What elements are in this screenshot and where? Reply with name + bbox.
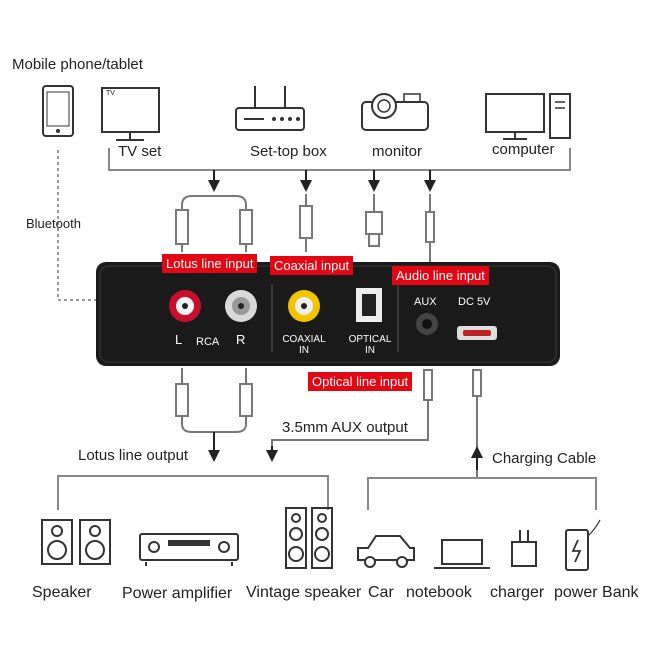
output-bracket-lines: [57, 475, 597, 510]
power-bank-label: power Bank: [554, 584, 639, 601]
lotus-output-label: Lotus line output: [78, 447, 189, 464]
aux-input-cable: [425, 194, 435, 262]
coaxial-input-cable: [299, 194, 313, 252]
rca-r-label: R: [236, 332, 246, 347]
aux-output-label: 3.5mm AUX output: [282, 419, 408, 436]
computer-label: computer: [492, 141, 555, 158]
rca-left-port: [169, 290, 201, 322]
settop-label: Set-top box: [250, 143, 327, 160]
notebook-icon: [434, 539, 490, 569]
dc-port: [457, 326, 497, 340]
mobile-label: Mobile phone/tablet: [12, 56, 143, 73]
optical-port-label: OPTICAL IN: [344, 334, 396, 356]
notebook-label: notebook: [406, 584, 472, 601]
charging-cable: [471, 369, 483, 478]
bluetooth-label: Bluetooth: [26, 216, 81, 231]
bluetooth-dashed-line: [57, 150, 98, 301]
set-top-box-icon: [235, 86, 305, 131]
car-icon: [357, 535, 415, 568]
rca-mid-label: RCA: [196, 336, 220, 348]
audio-input-tag: Audio line input: [392, 266, 489, 285]
input-distribution-lines: [108, 148, 571, 192]
optical-input-tag: Optical line input: [308, 372, 413, 391]
charging-cable-label: Charging Cable: [492, 450, 597, 467]
coaxial-port: [288, 290, 320, 322]
speaker-icon: [41, 519, 111, 565]
charger-label: charger: [490, 584, 545, 601]
aux-output-cable: [266, 369, 433, 462]
vintage-speaker-label: Vintage speaker: [246, 584, 362, 601]
phone-icon: [42, 85, 74, 137]
coaxial-port-label-2: IN: [299, 345, 309, 356]
power-bank-icon: [565, 519, 601, 571]
rca-input-cables: [175, 195, 253, 252]
tv-screen-text: TV: [106, 90, 115, 97]
rca-right-port: [225, 290, 257, 322]
rca-l-label: L: [175, 332, 183, 347]
amplifier-icon: [139, 533, 239, 566]
speaker-label: Speaker: [32, 584, 92, 601]
optical-input-cable: [365, 194, 383, 247]
aux-port-label: AUX: [414, 296, 437, 308]
dc-port-label: DC 5V: [458, 296, 491, 308]
optical-port-label-2: IN: [365, 345, 375, 356]
monitor-label: monitor: [372, 143, 423, 160]
coaxial-input-tag: Coaxial input: [270, 256, 354, 275]
rca-output-cables: [175, 368, 253, 462]
car-label: Car: [368, 584, 394, 601]
amplifier-label: Power amplifier: [122, 585, 233, 602]
tv-label: TV set: [118, 143, 162, 160]
aux-port: [416, 313, 438, 335]
coaxial-port-label-1: COAXIAL: [282, 334, 326, 345]
optical-port: [356, 288, 382, 322]
charger-icon: [511, 530, 537, 567]
coaxial-port-label: COAXIAL IN: [278, 334, 330, 356]
projector-icon: [361, 93, 429, 131]
optical-port-label-1: OPTICAL: [348, 334, 392, 345]
computer-icon: [485, 93, 571, 140]
lotus-input-tag: Lotus line input: [162, 254, 258, 273]
vintage-speaker-icon: [285, 507, 333, 569]
tv-icon: [101, 87, 160, 141]
